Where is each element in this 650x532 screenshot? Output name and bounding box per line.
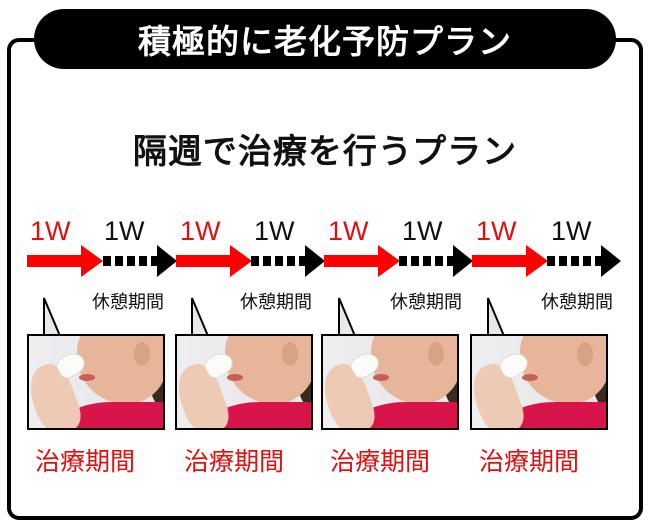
title-text: 積極的に老化予防プラン [138,22,512,61]
treatment-photo [321,334,459,430]
rest-week-label: 1W [402,216,443,246]
rest-dotted-line [103,256,157,266]
treat-week-label: 1W [180,216,221,246]
treat-week-label: 1W [30,216,71,246]
rest-dotted-line [399,256,453,266]
rest-arrow-head-icon [601,245,621,277]
treat-week-label: 1W [476,216,517,246]
rest-period-label: 休憩期間 [240,292,312,313]
treatment-arrow [472,255,528,267]
rest-period-label: 休憩期間 [390,292,462,313]
rest-arrow-head-icon [305,245,325,277]
treatment-arrow [27,255,83,267]
rest-arrow-head-icon [157,245,177,277]
treatment-arrow [324,255,380,267]
plan-subtitle: 隔週で治療を行うプラン [132,132,518,172]
rest-week-label: 1W [254,216,295,246]
page-title: 積極的に老化予防プラン [34,9,616,69]
speech-bubble-tail-icon [43,297,62,338]
treatment-arrow-head-icon [81,245,103,277]
rest-dotted-line [547,256,601,266]
rest-period-label: 休憩期間 [541,292,613,313]
rest-period-label: 休憩期間 [92,292,164,313]
treatment-period-label: 治療期間 [330,447,431,476]
treat-week-label: 1W [328,216,369,246]
treatment-photo [175,334,313,430]
rest-dotted-line [251,256,305,266]
treatment-arrow-head-icon [526,245,548,277]
treatment-arrow-head-icon [230,245,252,277]
rest-week-label: 1W [551,216,592,246]
treatment-arrow [176,255,232,267]
treatment-period-label: 治療期間 [184,447,285,476]
treatment-period-label: 治療期間 [479,447,580,476]
treatment-arrow-head-icon [378,245,400,277]
speech-bubble-tail-icon [191,297,210,338]
rest-week-label: 1W [104,216,145,246]
treatment-photo [470,334,608,430]
speech-bubble-tail-icon [487,297,506,338]
outer-frame [7,38,643,520]
speech-bubble-tail-icon [338,297,357,338]
treatment-photo [27,334,165,430]
treatment-period-label: 治療期間 [35,447,136,476]
rest-arrow-head-icon [453,245,473,277]
